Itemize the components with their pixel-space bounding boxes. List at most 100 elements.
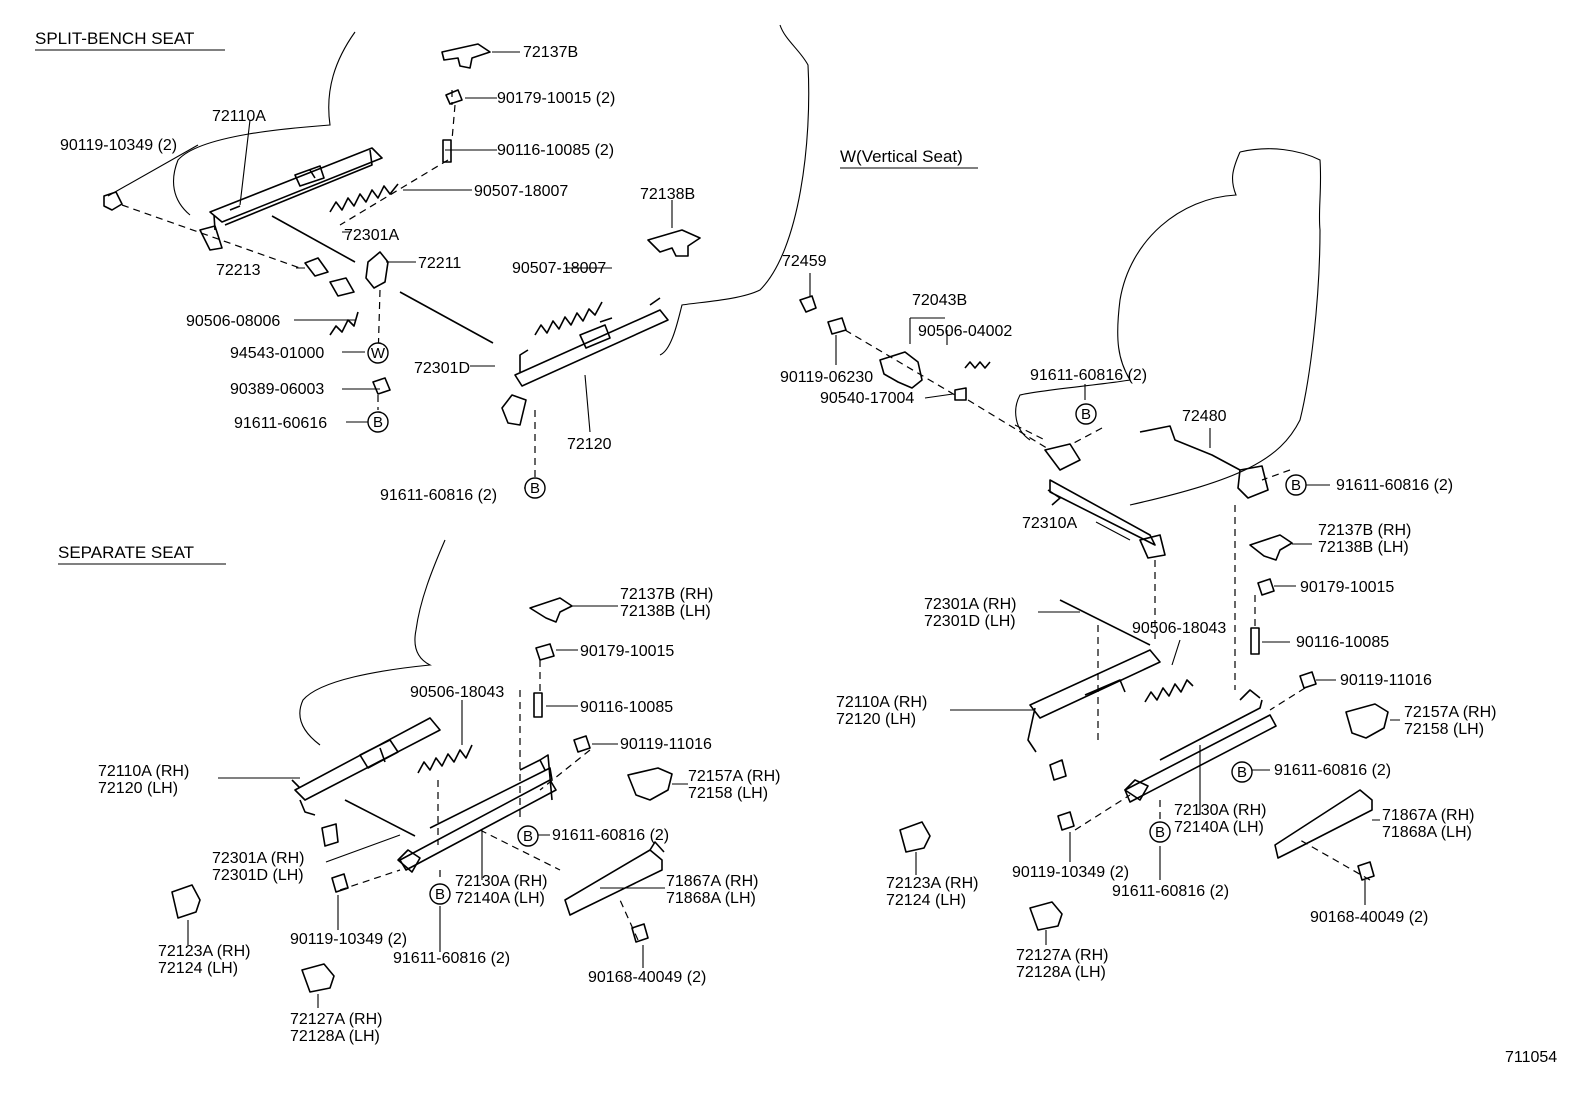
label-ss-72301d: 72301D (LH) xyxy=(212,867,304,884)
label-ss-90168: 90168-40049 (2) xyxy=(588,969,706,986)
section-titles: SPLIT-BENCH SEAT SEPARATE SEAT W(Vertica… xyxy=(35,29,978,565)
label-vs-72137b: 72137B (RH) xyxy=(1318,522,1411,539)
bench-part-72213 xyxy=(304,257,329,277)
vertical-spring-90506-04002 xyxy=(964,361,991,369)
vertical-bolt-90119-11016 xyxy=(1299,671,1317,689)
vertical-left-foot xyxy=(1049,759,1067,781)
label-sb-72213: 72213 xyxy=(216,262,261,279)
label-ss-72127a: 72127A (RH) xyxy=(290,1011,383,1028)
label-vs-90116: 90116-10085 xyxy=(1296,634,1389,651)
label-vs-71867a: 71867A (RH) xyxy=(1382,807,1475,824)
label-ss-90116: 90116-10085 xyxy=(580,699,673,716)
bench-spring-lower xyxy=(534,301,603,336)
label-ss-91611-a: 91611-60816 (2) xyxy=(552,827,669,844)
separate-bolt-90119-11016 xyxy=(573,735,591,753)
label-ss-72301a: 72301A (RH) xyxy=(212,850,305,867)
vertical-assembly-lines xyxy=(844,329,1371,881)
label-vs-72043b: 72043B xyxy=(912,292,967,309)
label-vs-71868a: 71868A (LH) xyxy=(1382,824,1472,841)
vertical-clip-72123a xyxy=(899,821,931,853)
vertical-link-72310a xyxy=(1044,443,1166,559)
bench-right-rail xyxy=(514,297,669,387)
label-vs-90506-04002: 90506-04002 xyxy=(918,323,1012,340)
label-sb-91611-606: 91611-60616 xyxy=(234,415,327,432)
marker-w-bench xyxy=(367,342,389,364)
marker-b-bench-2 xyxy=(524,477,546,499)
label-vs-90179: 90179-10015 xyxy=(1300,579,1394,596)
label-sb-72120: 72120 xyxy=(567,436,612,453)
label-sb-90389: 90389-06003 xyxy=(230,381,324,398)
separate-clip-72127a xyxy=(301,963,335,993)
label-sb-90506: 90506-08006 xyxy=(186,313,280,330)
vertical-clip-72157a xyxy=(1345,703,1389,739)
marker-b-vertical-2-letter: B xyxy=(1291,477,1301,494)
bench-spring-upper xyxy=(329,183,399,213)
marker-b-bench-2-letter: B xyxy=(530,480,540,497)
label-ss-90119-10349: 90119-10349 (2) xyxy=(290,931,407,948)
vertical-clip-72127a xyxy=(1029,901,1063,931)
separate-right-rail xyxy=(399,767,557,871)
label-sb-90507-b: 90507-18007 xyxy=(512,260,606,277)
label-vs-90119-11016: 90119-11016 xyxy=(1340,672,1432,689)
marker-b-vertical-4-letter: B xyxy=(1155,824,1165,841)
vertical-part-72459 xyxy=(799,295,817,313)
label-vs-90119-06230: 90119-06230 xyxy=(780,369,873,386)
vertical-bolt-90119-10349 xyxy=(1057,811,1075,831)
separate-left-rail xyxy=(291,717,441,816)
bench-clip-72137b xyxy=(441,43,491,69)
marker-b-separate-1 xyxy=(517,825,539,847)
marker-b-vertical-2 xyxy=(1285,474,1307,496)
separate-bolt-90119-10349 xyxy=(331,873,349,893)
label-ss-72137b: 72137B (RH) xyxy=(620,586,713,603)
label-ss-90119-11016: 90119-11016 xyxy=(620,736,712,753)
vertical-left-rail xyxy=(1027,649,1161,753)
label-sb-72110a: 72110A xyxy=(212,108,266,125)
figure-number: 711054 xyxy=(1505,1049,1557,1066)
label-vs-72120: 72120 (LH) xyxy=(836,711,916,728)
section-title-vertical: W(Vertical Seat) xyxy=(840,147,963,166)
bench-rod-72301d xyxy=(399,291,494,344)
label-sb-91611-608: 91611-60816 (2) xyxy=(380,487,497,504)
marker-b-separate-1-letter: B xyxy=(523,828,533,845)
label-sb-90179: 90179-10015 (2) xyxy=(497,90,615,107)
label-vs-91611-d: 91611-60816 (2) xyxy=(1112,883,1229,900)
separate-clip-72123a xyxy=(171,884,201,919)
separate-rail-cover xyxy=(564,841,665,916)
separate-clip-72137b xyxy=(529,597,573,623)
part-labels: 72137B 90179-10015 (2) 72110A 90119-1034… xyxy=(60,44,1497,1045)
marker-b-vertical-1-letter: B xyxy=(1081,406,1091,423)
split-bench-drawing: W B B xyxy=(103,24,810,499)
vertical-nut-90179 xyxy=(1257,578,1275,596)
label-sb-72301d: 72301D xyxy=(414,360,470,377)
separate-clip-72157a xyxy=(627,767,673,801)
label-vs-72110a: 72110A (RH) xyxy=(836,694,927,711)
marker-b-vertical-4 xyxy=(1149,821,1171,843)
marker-w-bench-letter: W xyxy=(371,345,386,362)
marker-b-separate-2-letter: B xyxy=(435,886,445,903)
label-ss-72128a: 72128A (LH) xyxy=(290,1028,380,1045)
label-sb-72301a: 72301A xyxy=(344,227,399,244)
bench-part-72211 xyxy=(365,251,389,289)
bench-part-72213b xyxy=(329,277,355,297)
bench-bolt-90119 xyxy=(103,191,123,211)
separate-right-rail-bracket xyxy=(397,849,421,873)
vertical-arm-72043b xyxy=(879,351,923,389)
vertical-bolt-90119-06230 xyxy=(827,317,847,335)
vertical-stud-90116 xyxy=(1250,627,1260,655)
vertical-spring-18043 xyxy=(1144,679,1194,703)
section-title-separate: SEPARATE SEAT xyxy=(58,543,194,562)
separate-left-foot xyxy=(321,823,339,847)
label-vs-72130a: 72130A (RH) xyxy=(1174,802,1267,819)
label-sb-94543: 94543-01000 xyxy=(230,345,324,362)
vertical-bolt-90168 xyxy=(1357,861,1375,881)
label-vs-90506-18043: 90506-18043 xyxy=(1132,620,1226,637)
bench-spring-small xyxy=(329,311,359,336)
label-vs-72124: 72124 (LH) xyxy=(886,892,966,909)
label-ss-72110a: 72110A (RH) xyxy=(98,763,189,780)
label-ss-72157a: 72157A (RH) xyxy=(688,768,781,785)
marker-b-bench-1-letter: B xyxy=(373,414,383,431)
label-ss-72140a: 72140A (LH) xyxy=(455,890,545,907)
separate-seat-drawing: B B xyxy=(171,539,688,1008)
label-vs-72140a: 72140A (LH) xyxy=(1174,819,1264,836)
label-vs-72301a: 72301A (RH) xyxy=(924,596,1017,613)
